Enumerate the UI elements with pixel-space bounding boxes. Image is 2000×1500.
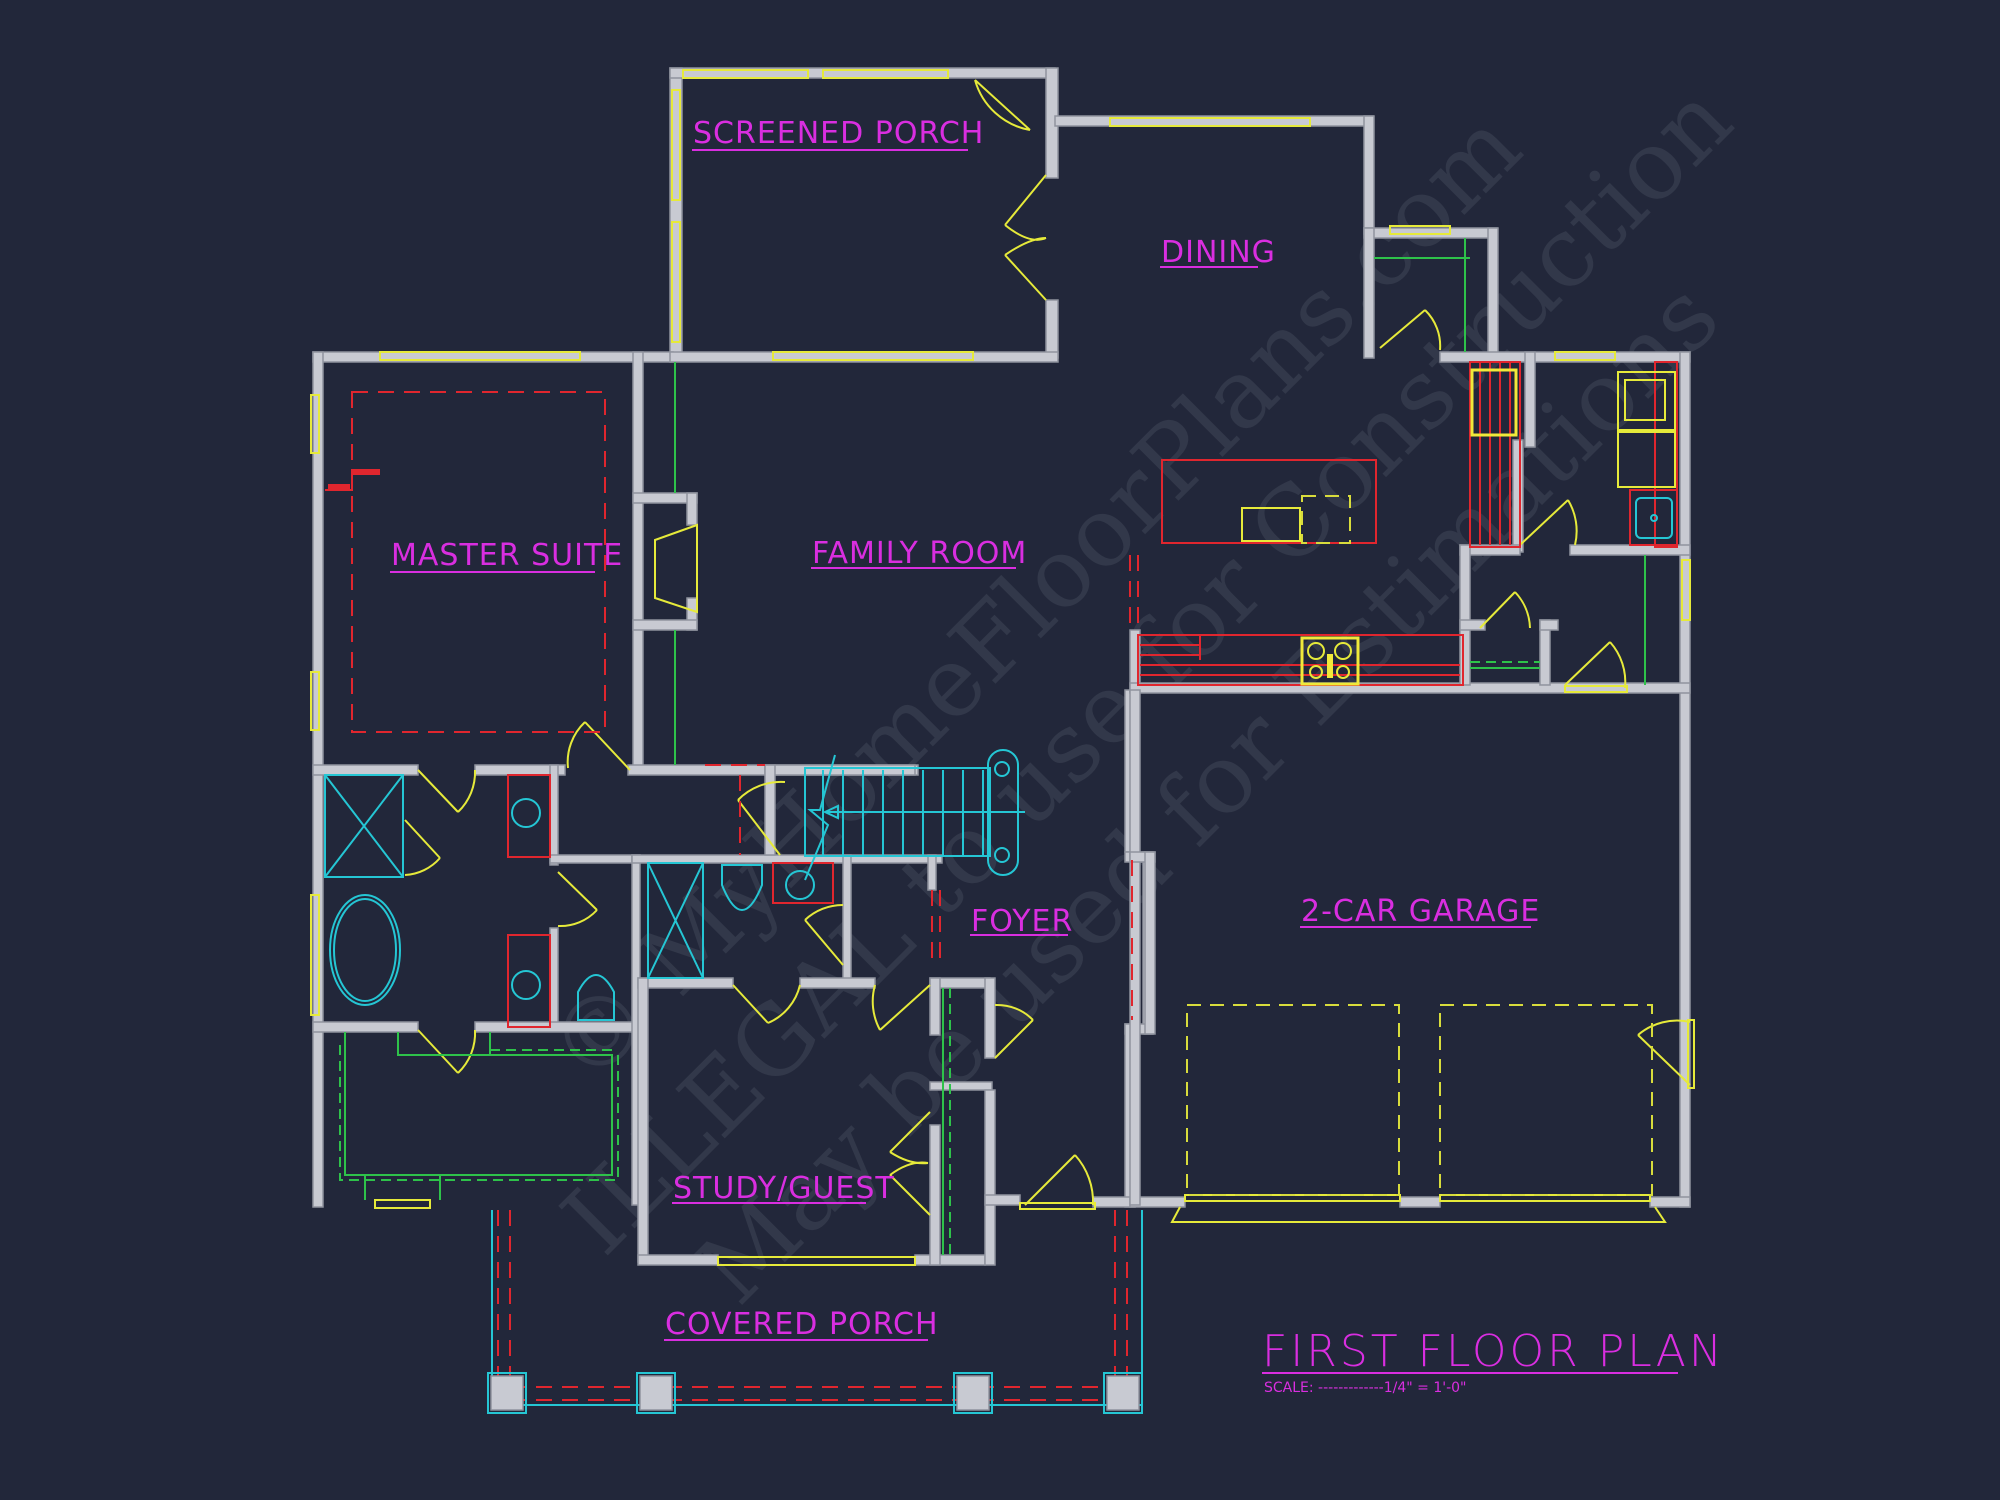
label-covered-porch: COVERED PORCH — [665, 1307, 939, 1342]
drawing-scale: SCALE: -------------1/4" = 1'-0" — [1264, 1380, 1466, 1396]
label-study-guest: STUDY/GUEST — [673, 1171, 895, 1206]
car-space-2 — [1439, 1004, 1653, 1196]
staircase — [804, 749, 1025, 881]
porch-posts — [487, 1372, 1143, 1414]
fixtures — [324, 371, 1676, 1406]
drawing-title: FIRST FLOOR PLAN — [1262, 1326, 1725, 1377]
watermark-line-2: ILLEGAL to use for Construction — [541, 63, 1753, 1275]
label-family-room: FAMILY ROOM — [812, 536, 1027, 571]
car-space-1 — [1186, 1004, 1400, 1196]
shelving — [339, 238, 1646, 1255]
label-master-suite: MASTER SUITE — [391, 538, 623, 573]
label-foyer: FOYER — [971, 904, 1073, 939]
room-labels: SCREENED PORCH DINING MASTER SUITE FAMIL… — [390, 116, 1540, 1342]
label-screened-porch: SCREENED PORCH — [693, 116, 984, 151]
label-garage: 2-CAR GARAGE — [1301, 894, 1540, 929]
fireplace — [654, 523, 698, 614]
walls — [312, 67, 1691, 1266]
title-block: FIRST FLOOR PLAN SCALE: -------------1/4… — [1262, 1326, 1725, 1396]
windows — [310, 69, 1691, 1266]
label-dining: DINING — [1161, 235, 1276, 270]
